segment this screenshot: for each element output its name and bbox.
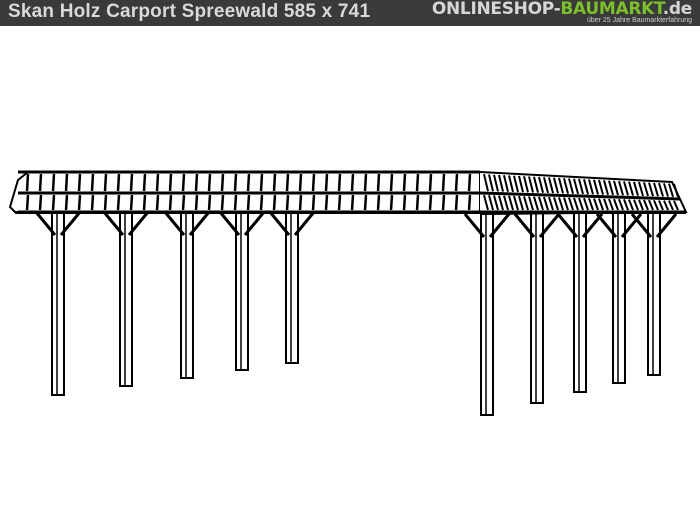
brand-tagline: über 25 Jahre Baumarkterfahrung: [586, 17, 692, 24]
brand-part-de: .de: [662, 0, 693, 19]
post: [119, 209, 133, 387]
post: [573, 211, 587, 393]
brand-logo[interactable]: ONLINESHOP-BAUMARKT.de über 25 Jahre Bau…: [432, 0, 692, 24]
post: [480, 211, 494, 416]
brand-part-onlineshop: ONLINESHOP-: [431, 0, 561, 19]
post: [51, 209, 65, 396]
header-bar: Skan Holz Carport Spreewald 585 x 741 ON…: [0, 0, 700, 26]
product-title: Skan Holz Carport Spreewald 585 x 741: [8, 1, 371, 22]
brand-part-baumarkt: BAUMARKT: [560, 0, 663, 19]
post: [530, 211, 544, 404]
brand-name: ONLINESHOP-BAUMARKT.de: [432, 0, 692, 18]
carport-braces: [34, 211, 678, 238]
carport-posts: [51, 209, 661, 416]
carport-roof: [8, 170, 688, 215]
carport-drawing: [8, 170, 688, 416]
